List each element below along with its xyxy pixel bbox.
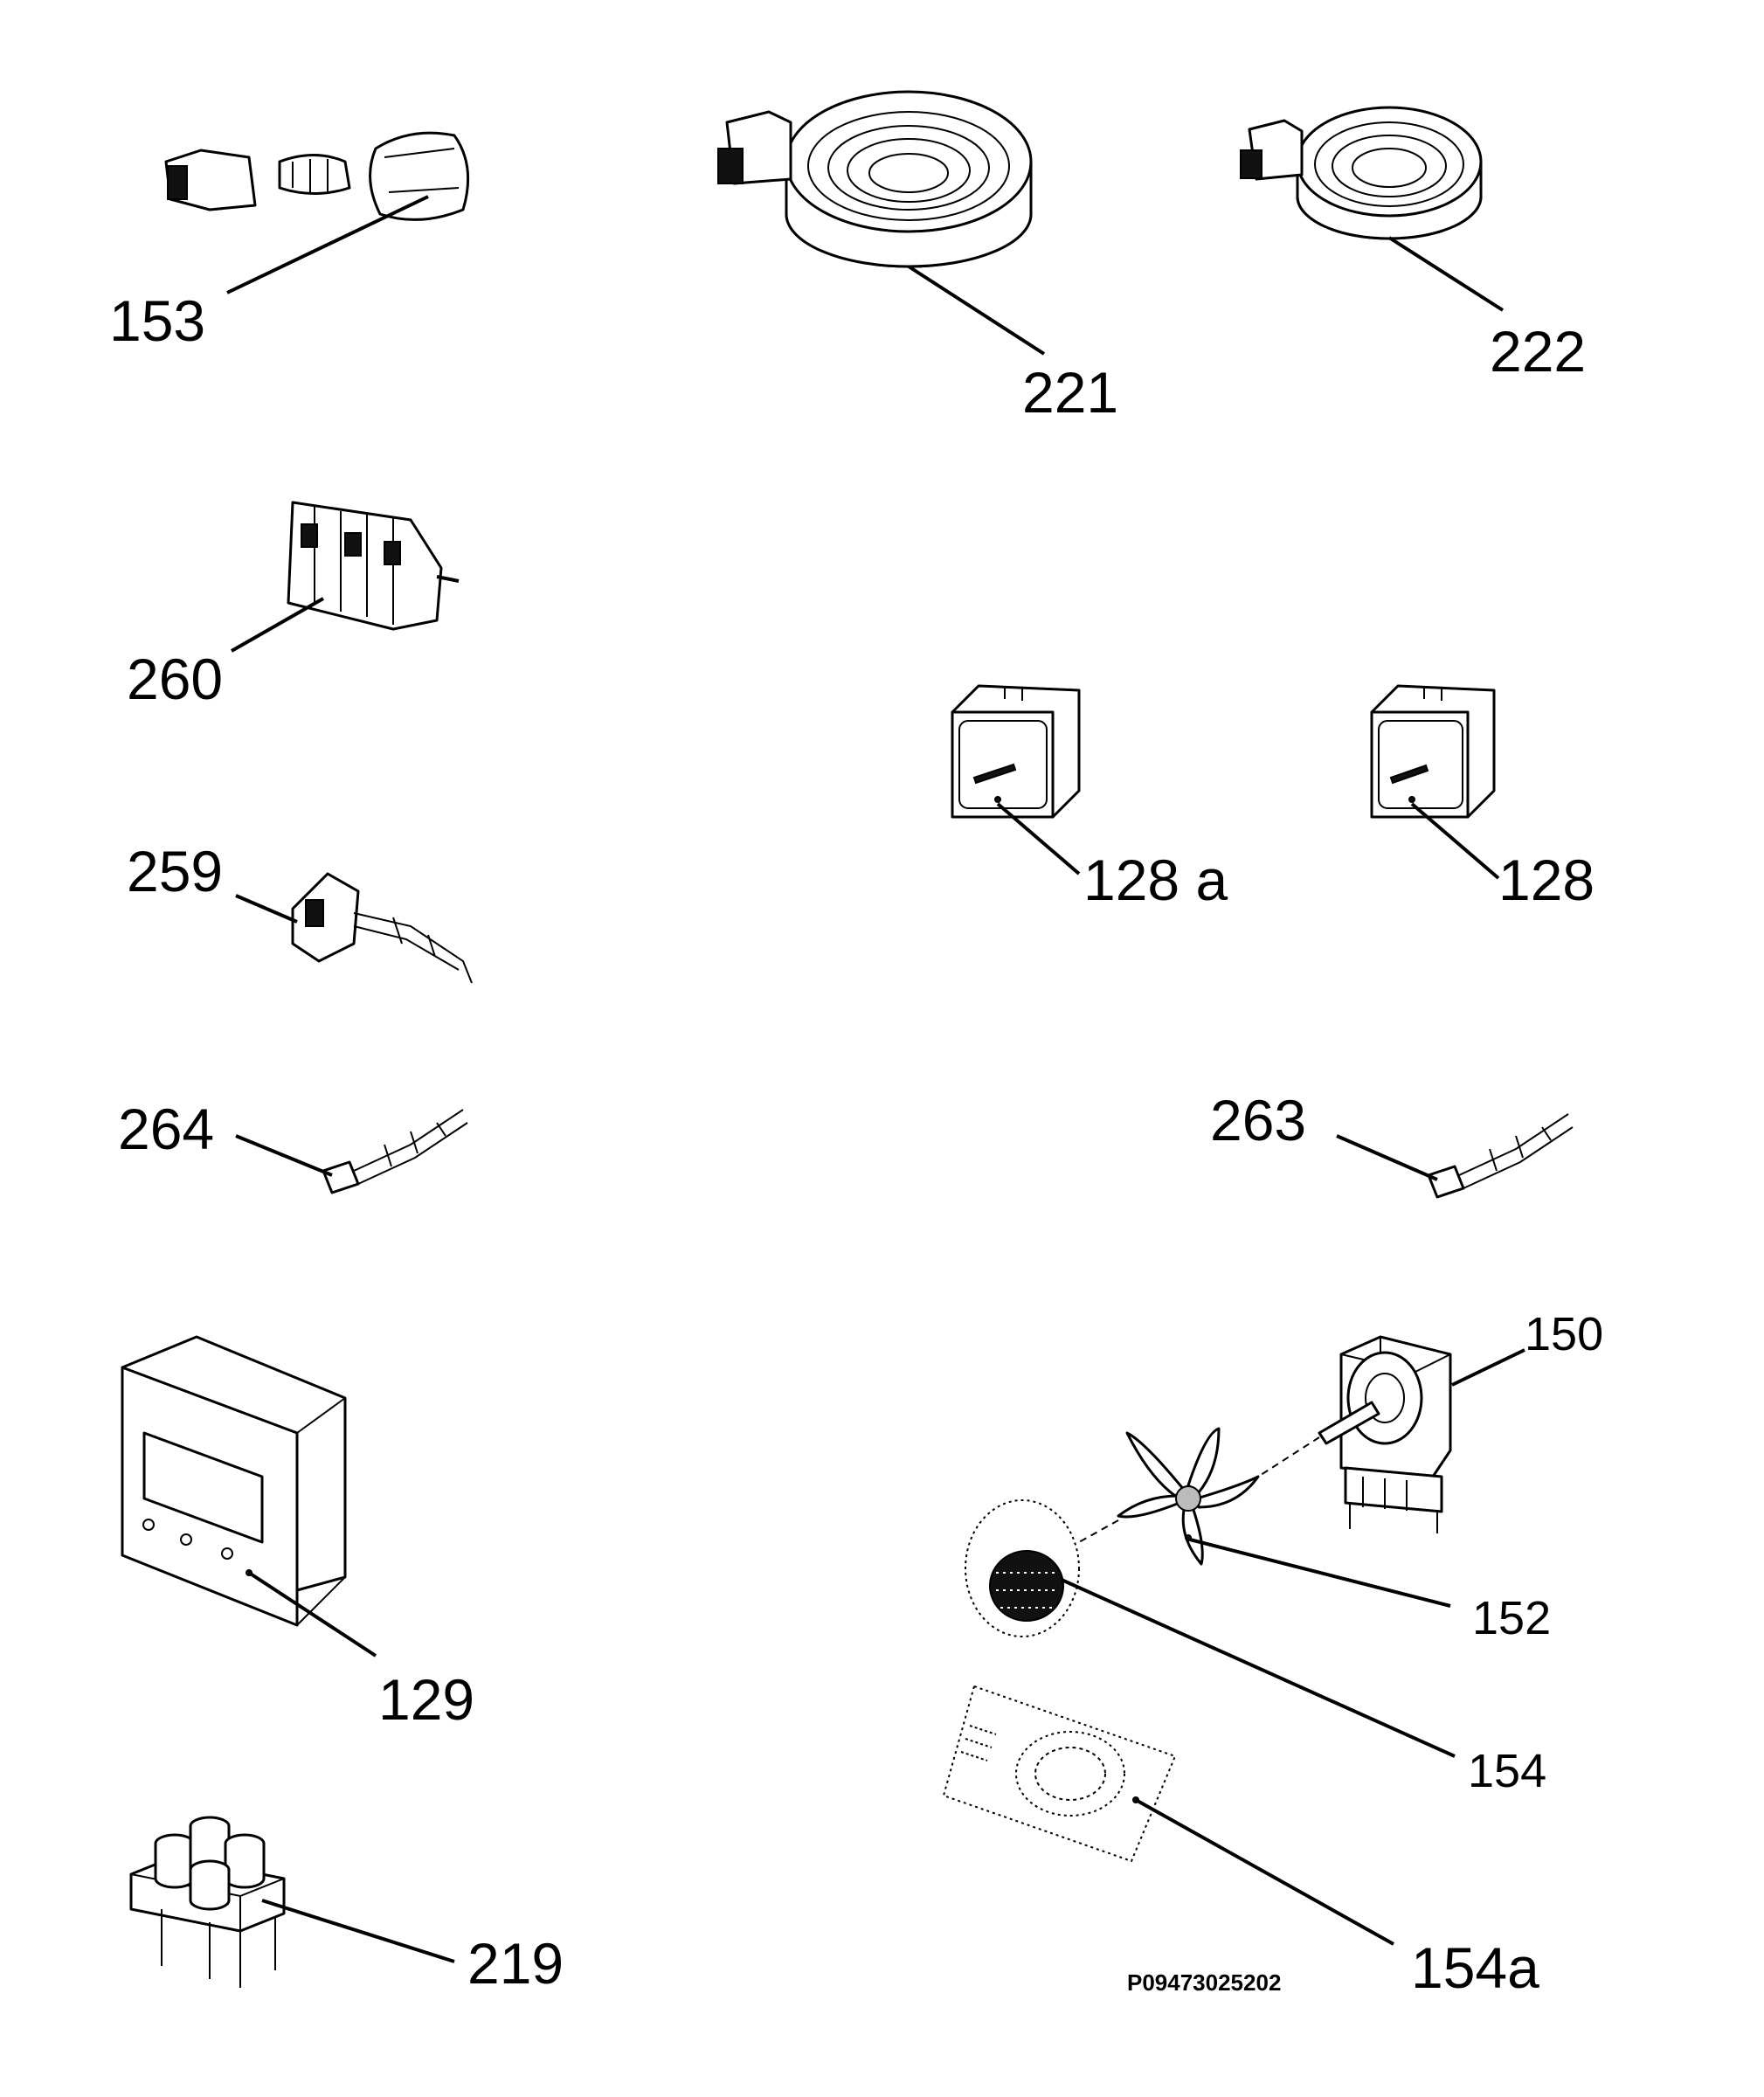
part-259-rotary-switch (291, 872, 473, 984)
label-128: 128 (1498, 848, 1595, 912)
part-222-hotplate-small (1240, 106, 1483, 240)
label-263: 263 (1210, 1088, 1306, 1152)
part-128-energy-regulator (1370, 684, 1496, 819)
label-260: 260 (127, 647, 223, 711)
part-154-fan-cover (965, 1499, 1080, 1637)
label-128a: 128 a (1083, 848, 1228, 912)
part-129-electronic-timer (121, 1335, 347, 1627)
label-153: 153 (109, 288, 205, 353)
label-154a: 154a (1411, 1935, 1539, 2000)
label-264: 264 (118, 1097, 214, 1161)
part-153-lamp (164, 131, 470, 221)
label-150: 150 (1525, 1308, 1603, 1360)
label-152: 152 (1472, 1592, 1551, 1644)
part-154a-fan-cover-plate (942, 1685, 1177, 1863)
part-263-shaft-extension (1427, 1113, 1574, 1199)
drawing-code: P09473025202 (1127, 1969, 1281, 1996)
label-259: 259 (127, 839, 223, 903)
label-221: 221 (1022, 360, 1118, 425)
label-154: 154 (1468, 1745, 1546, 1797)
part-150-fan-motor (1318, 1335, 1452, 1533)
label-219: 219 (467, 1931, 564, 1996)
label-129: 129 (378, 1667, 474, 1732)
part-128a-energy-regulator (951, 684, 1081, 819)
part-260-selector-switch (287, 501, 460, 631)
part-221-hotplate-large (717, 90, 1033, 268)
part-264-shaft-extension (322, 1109, 468, 1194)
part-219-terminal-block (129, 1816, 286, 1988)
part-152-fan-blade (1117, 1427, 1260, 1566)
label-222: 222 (1490, 319, 1586, 384)
